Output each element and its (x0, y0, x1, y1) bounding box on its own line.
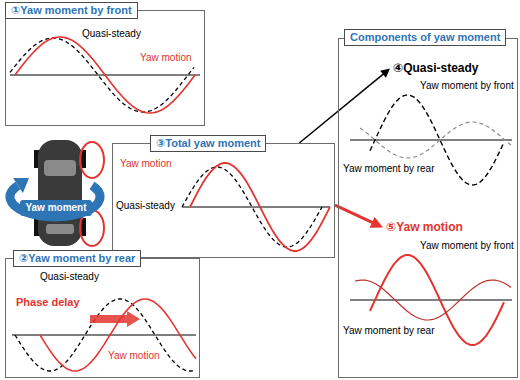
rear-curve (360, 122, 512, 158)
curve-label: Yaw moment by front (420, 240, 514, 252)
panel-heading: ②Yaw moment by rear (13, 250, 141, 267)
connector-line (299, 73, 384, 143)
sub-heading-box: ④Quasi-steady (390, 60, 482, 77)
arrow-head (370, 217, 383, 228)
curve-label: Yaw motion (108, 350, 160, 362)
quasi-steady-curve (182, 167, 322, 247)
curve-label: Yaw moment (20, 202, 92, 214)
curve-label: Yaw moment by rear (343, 163, 435, 175)
phase-delay-arrow (90, 311, 140, 327)
curve-label: Yaw motion (120, 158, 172, 170)
quasi-steady-curve (15, 299, 195, 371)
panel-heading: ⑤Yaw motion (383, 219, 466, 236)
yaw-motion-curve (15, 37, 195, 113)
rear-curve (355, 280, 511, 320)
curve-label: Yaw moment by front (420, 80, 514, 92)
curve-label: Quasi-steady (40, 271, 99, 283)
car-window (44, 160, 76, 176)
curve-label: Phase delay (16, 296, 80, 309)
curve-label: Quasi-steady (82, 28, 141, 40)
panel-heading: ①Yaw moment by front (5, 2, 138, 19)
sub-heading-box: ⑤Yaw motion (383, 219, 466, 236)
curve-label: Yaw moment by rear (343, 325, 435, 337)
yaw-label-ground (20, 200, 92, 216)
yaw-motion-curve (190, 163, 330, 251)
car-body (38, 140, 82, 246)
axis-line (182, 207, 330, 208)
connector-arrow (299, 69, 390, 144)
yaw-arrow-head (13, 178, 29, 193)
wheel-marker (80, 142, 104, 178)
curve-label: Yaw motion (140, 52, 192, 64)
car-window (46, 224, 74, 234)
panel-heading: ④Quasi-steady (390, 60, 482, 77)
quasi-steady-curve (10, 38, 194, 112)
connector-line (335, 205, 374, 223)
panel-box: ①Yaw moment by front (5, 10, 205, 126)
connector-arrow (335, 205, 383, 228)
curve-label: Quasi-steady (116, 200, 175, 212)
panel-box: ②Yaw moment by rear (5, 258, 200, 378)
yaw-motion-curve (40, 299, 196, 371)
panel-heading: Components of yaw moment (344, 29, 506, 46)
arrow-head (380, 69, 390, 78)
panel-heading: ③Total yaw moment (150, 135, 266, 152)
